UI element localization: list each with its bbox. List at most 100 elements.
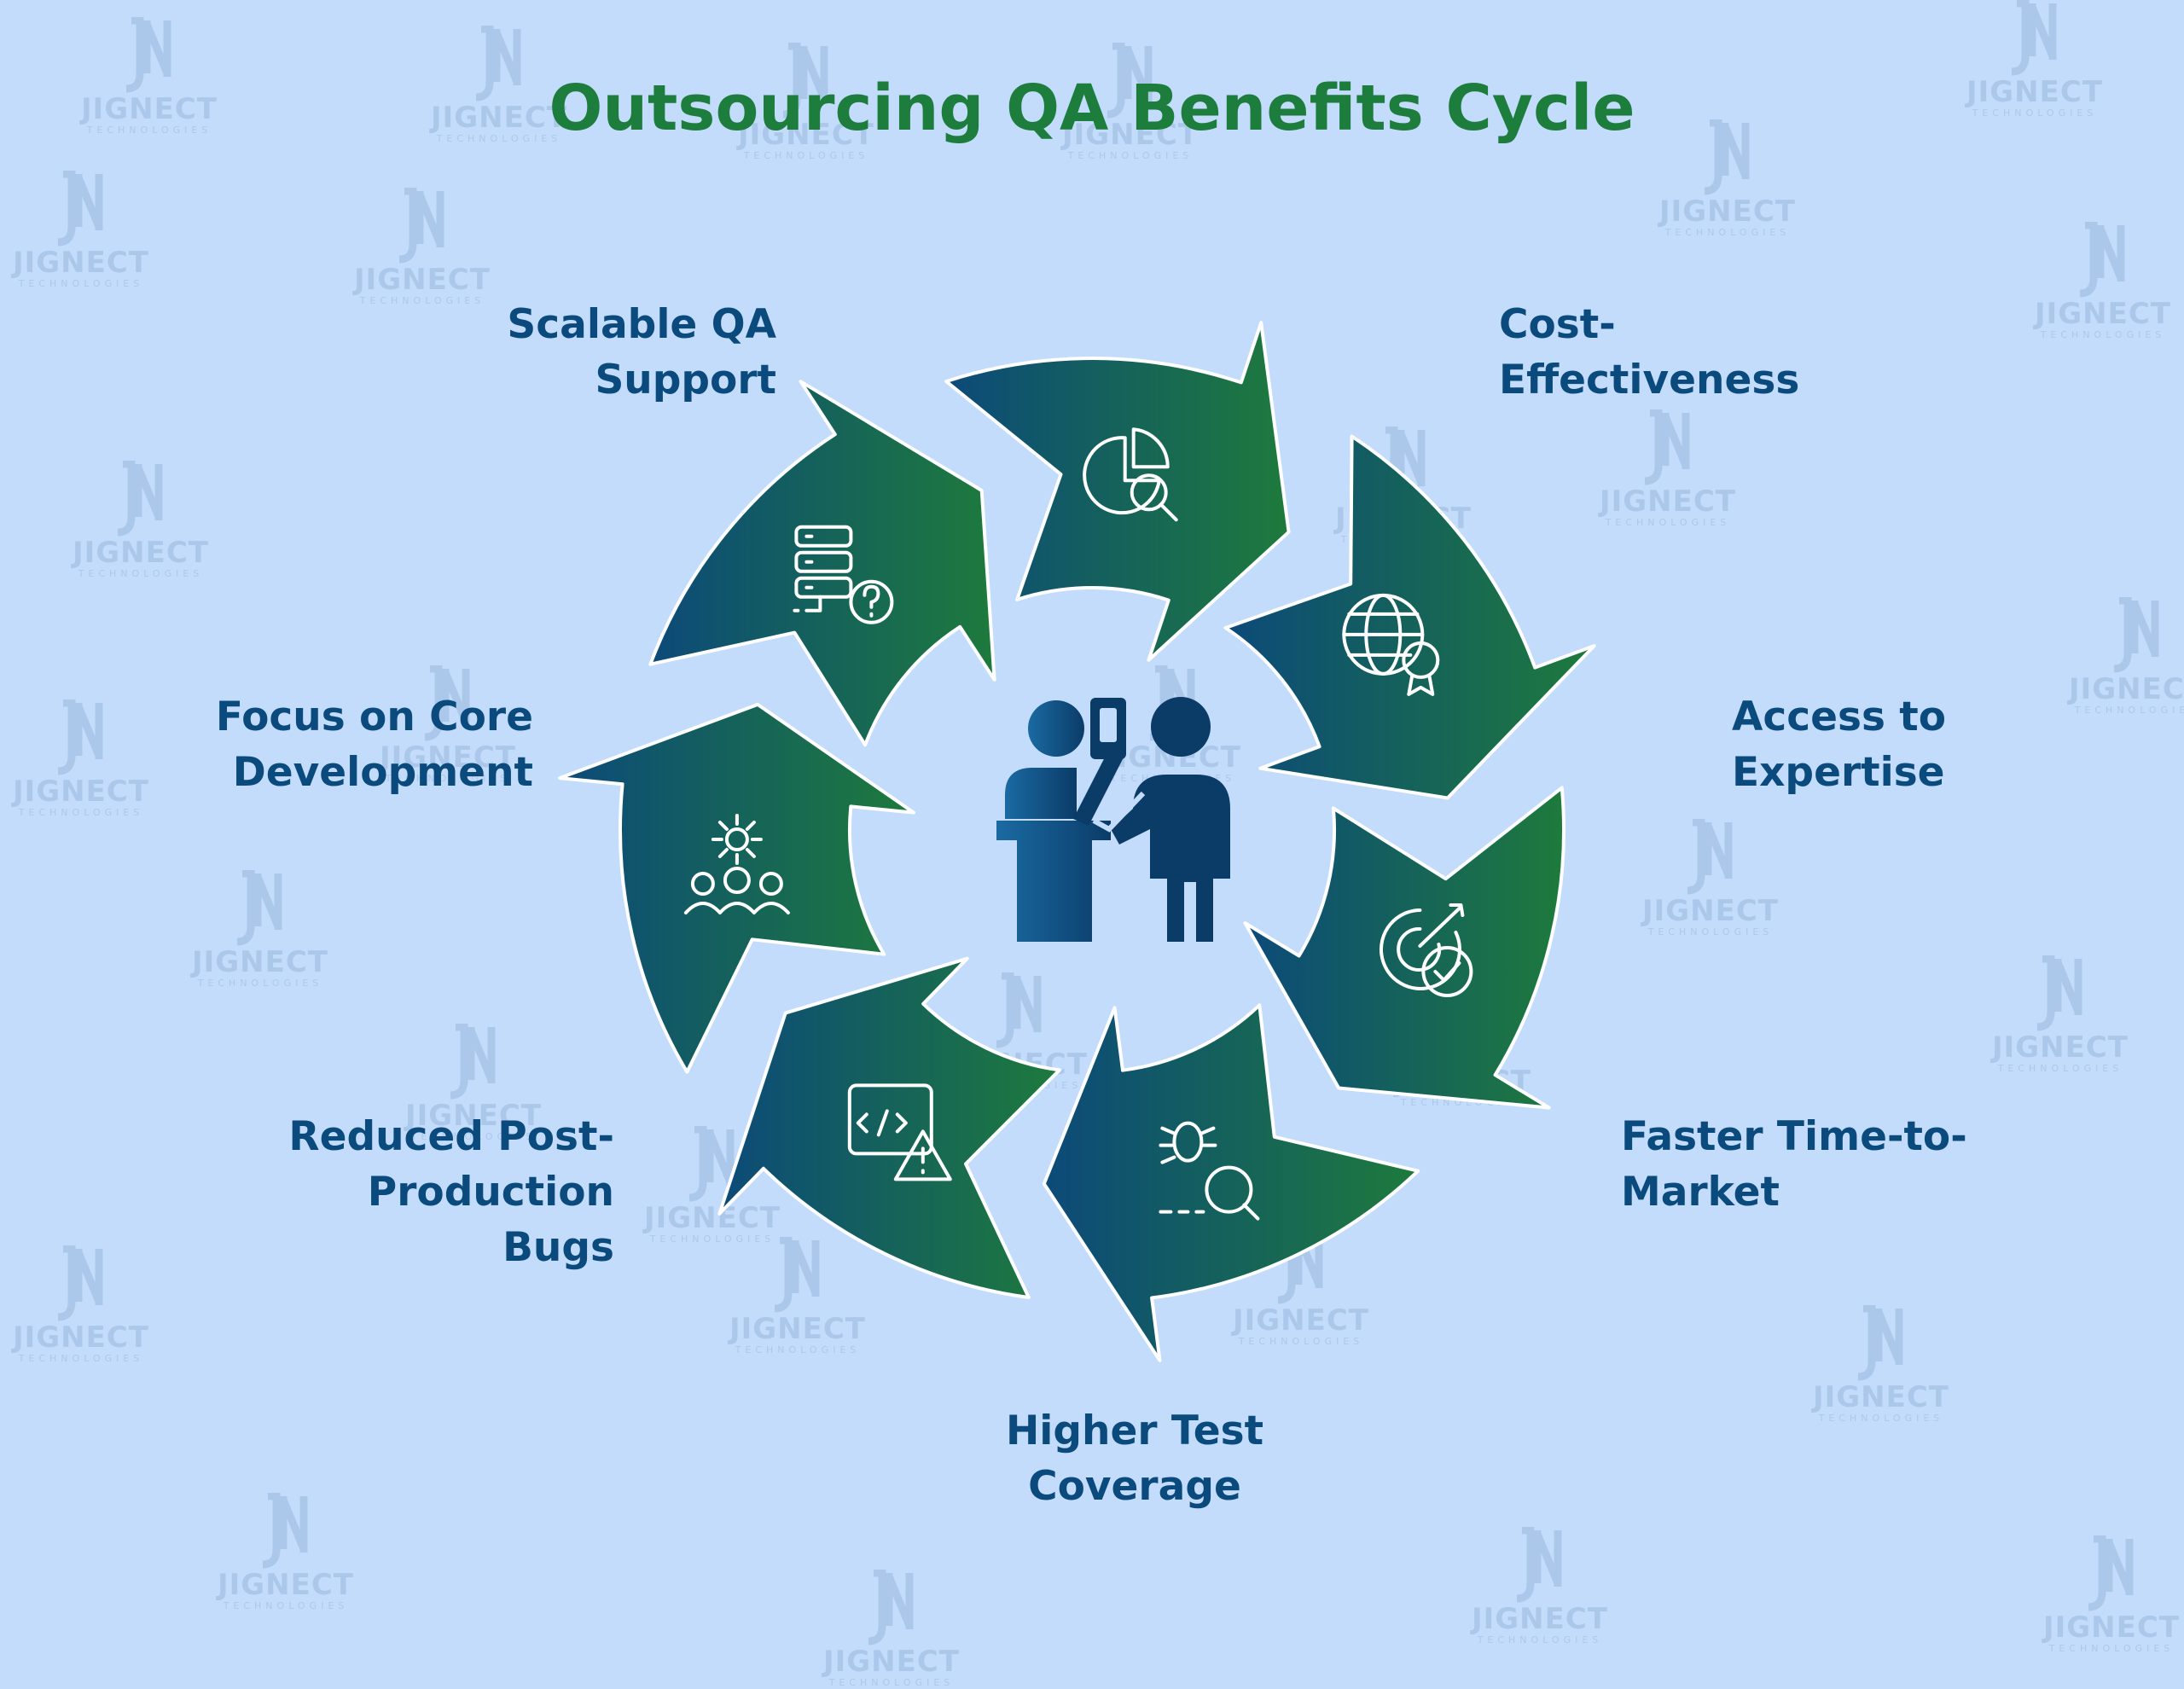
watermark-name: JIGNECT [1641,894,1780,928]
watermark-subtitle: TECHNOLOGIES [197,978,323,989]
watermark-subtitle: TECHNOLOGIES [649,1233,775,1245]
bug-search-icon [1159,1121,1260,1221]
globe-award-icon [1342,593,1440,696]
watermark-subtitle: TECHNOLOGIES [18,1353,144,1364]
watermark-mark-icon [236,870,282,946]
watermark-mark-icon [1857,1305,1903,1381]
cycle-arrow-segment [717,956,1061,1299]
watermark-mark-icon [2113,597,2159,673]
cycle-arrow-segment [1042,1003,1420,1362]
benefit-label: Reduced Post- Production Bugs [288,1113,614,1271]
watermark-mark-icon [2036,955,2082,1031]
watermark-subtitle: TECHNOLOGIES [1238,1336,1364,1347]
watermark-name: JIGNECT [1061,118,1199,152]
watermark-mark-icon [117,461,163,537]
watermark-mark-icon [450,1024,496,1100]
watermark-subtitle: TECHNOLOGIES [359,295,485,306]
watermark-mark-icon [1516,1527,1562,1603]
watermark-subtitle: TECHNOLOGIES [385,773,511,784]
watermark-mark-icon [398,188,444,264]
benefit-label: Focus on Core Development [215,694,533,796]
watermark-name: JIGNECT [430,101,568,135]
watermark-name: JIGNECT [217,1568,355,1602]
watermark-subtitle: TECHNOLOGIES [1477,1634,1603,1645]
benefit-label: Scalable QA Support [507,301,776,403]
watermark-subtitle: TECHNOLOGIES [18,807,144,818]
cycle-arrow-segment [1243,786,1565,1110]
watermark-name: JIGNECT [1812,1380,1950,1414]
watermark-name: JIGNECT [191,945,329,979]
watermark-mark-icon [2011,0,2057,76]
code-warning-icon [847,1083,952,1181]
watermark-name: JIGNECT [12,246,150,280]
watermark-name: JIGNECT [737,118,875,152]
watermark-name: JIGNECT [1966,75,2104,109]
watermark-mark-icon [1687,819,1733,895]
watermark-subtitle: TECHNOLOGIES [1818,1413,1944,1424]
watermark-mark-icon [1107,43,1153,119]
watermark-name: JIGNECT [1599,485,1737,519]
watermark-mark-icon [1644,409,1690,485]
watermark-subtitle: TECHNOLOGIES [1664,227,1791,238]
watermark-subtitle: TECHNOLOGIES [735,1344,861,1355]
watermark-subtitle: TECHNOLOGIES [410,1131,537,1142]
watermark-mark-icon [782,43,828,119]
watermark-subtitle: TECHNOLOGIES [1647,926,1774,937]
diagram-title: Outsourcing QA Benefits Cycle [549,72,1635,145]
benefit-label: Cost- Effectiveness [1499,301,1800,403]
benefit-label: Faster Time-to- Market [1621,1113,1967,1216]
cycle-arrow-segment [558,702,915,1074]
watermark-mark-icon [262,1493,308,1569]
watermark-mark-icon [688,1126,735,1202]
watermark-mark-icon [475,26,521,102]
watermark-mark-icon [2079,222,2125,298]
watermark-name: JIGNECT [2068,672,2184,706]
watermark-mark-icon [868,1570,914,1645]
watermark-name: JIGNECT [1991,1030,2129,1065]
watermark-subtitle: TECHNOLOGIES [2074,705,2184,716]
watermark-subtitle: TECHNOLOGIES [828,1677,955,1688]
watermark-name: JIGNECT [80,92,218,126]
benefit-label: Access to Expertise [1732,694,1947,796]
cycle-arrow-segment [648,380,996,747]
watermark-name: JIGNECT [12,1320,150,1355]
watermark-name: JIGNECT [72,536,210,570]
watermark-subtitle: TECHNOLOGIES [1997,1063,2123,1074]
watermark-mark-icon [57,1245,103,1321]
watermark-mark-icon [2088,1535,2134,1611]
watermark-name: JIGNECT [643,1201,781,1235]
benefit-label: Higher Test Coverage [1005,1408,1264,1510]
watermark-name: JIGNECT [379,740,517,775]
watermark-subtitle: TECHNOLOGIES [1972,107,2098,119]
watermark-name: JIGNECT [353,263,491,297]
cycle-arrow-segment [1223,434,1596,800]
watermark-subtitle: TECHNOLOGIES [223,1600,349,1611]
watermark-mark-icon [57,171,103,247]
watermark-subtitle: TECHNOLOGIES [18,278,144,289]
watermark-name: JIGNECT [1471,1602,1609,1636]
two-people-qa-review-icon [996,697,1230,942]
watermark-name: JIGNECT [1232,1303,1370,1338]
watermark-mark-icon [424,665,470,741]
watermark-subtitle: TECHNOLOGIES [2048,1643,2175,1654]
watermark-name: JIGNECT [729,1312,867,1346]
